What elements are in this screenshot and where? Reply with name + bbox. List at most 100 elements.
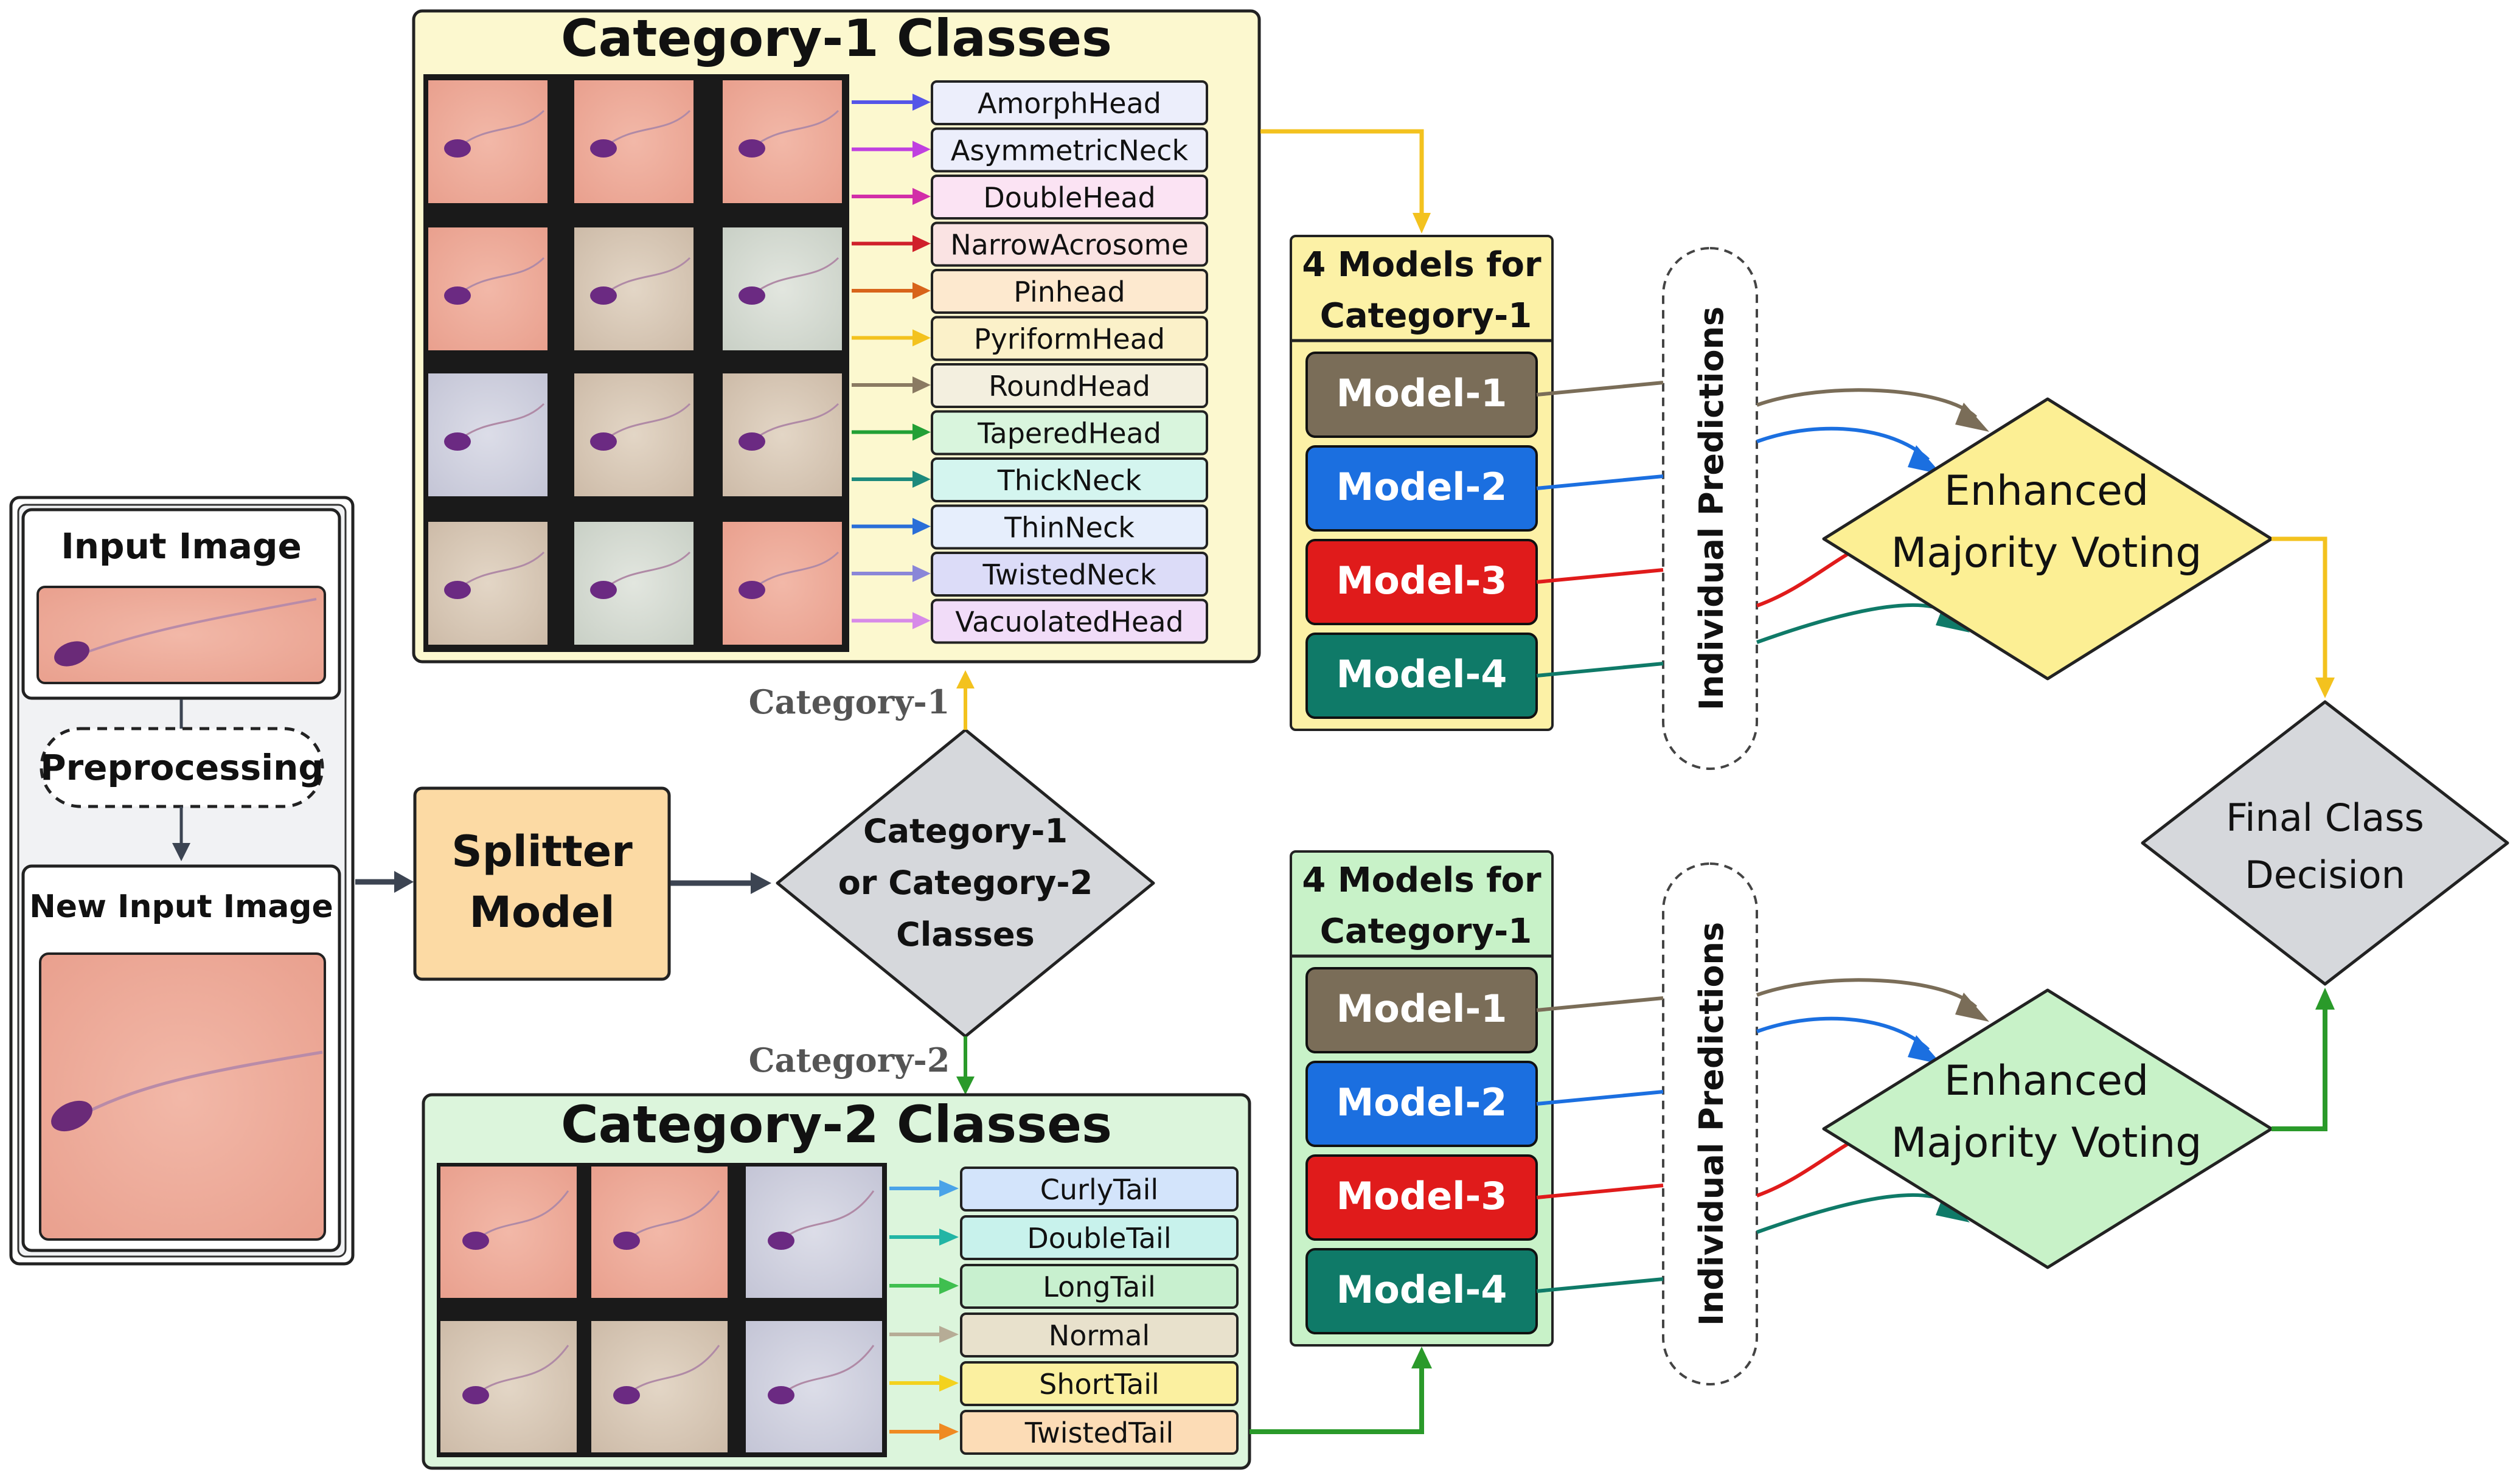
category1-sample-head: [739, 432, 765, 451]
category1-class-box: [931, 363, 1208, 408]
category2-sample-head: [768, 1232, 794, 1250]
category2-sample-image: [746, 1167, 882, 1298]
category2-sample-image: [591, 1167, 728, 1298]
category2-sample-tail: [782, 1190, 875, 1241]
category2-sample-head: [768, 1386, 794, 1404]
predictions-top-pill: [1662, 247, 1758, 770]
category2-class-box: [960, 1312, 1239, 1357]
category1-sample-image: [574, 522, 693, 645]
category1-sample-image: [723, 80, 842, 203]
category2-sample-head: [613, 1232, 640, 1250]
models-top-model-label: Model-2: [1336, 465, 1507, 509]
category1-sample-head: [739, 581, 765, 599]
final-decision-line1: Final Class: [2226, 796, 2424, 840]
category2-class-label: LongTail: [1043, 1271, 1156, 1303]
category1-sample-head: [590, 139, 617, 158]
arrow-to-category2: [956, 1077, 975, 1095]
category1-sample-head: [444, 139, 471, 158]
prediction-bottom-arrowhead-2: [1908, 1035, 1942, 1064]
category1-class-label: AsymmetricNeck: [951, 134, 1189, 167]
decision-line2: or Category-2: [838, 864, 1093, 902]
category1-class-arrowhead: [912, 140, 931, 158]
predictions-top: Individual Predictions: [1662, 247, 1758, 770]
category1-class-box: [931, 80, 1208, 125]
category1-class-box: [931, 127, 1208, 173]
category2-class-box: [960, 1410, 1239, 1455]
new-input-image-sperm-head: [51, 1100, 92, 1132]
category2-sample-image: [591, 1321, 728, 1452]
category2-sample-tail: [476, 1345, 569, 1395]
category1-sample-head: [590, 286, 617, 305]
category1-class-box: [931, 598, 1208, 644]
category1-class-label: TaperedHead: [977, 417, 1161, 450]
prediction-bottom-curve-1: [1536, 978, 1978, 1012]
decision-line1: Category-1: [863, 812, 1068, 850]
category1-class-box: [931, 221, 1208, 267]
arrow-voting-bottom-to-final: [2271, 1007, 2327, 1131]
category1-sample-image: [428, 373, 547, 496]
category1-sample-tail: [604, 403, 691, 442]
models-bottom-header-line1: 4 Models for: [1302, 861, 1542, 900]
category1-sample-image: [428, 80, 547, 203]
decision-line3: Classes: [896, 915, 1035, 954]
splitter-model: [413, 786, 671, 981]
splitter-label-line2: Model: [469, 887, 614, 937]
category1-class-box: [931, 316, 1208, 361]
category2-sample-tail: [782, 1345, 875, 1395]
new-input-image-label: New Input Image: [29, 889, 333, 925]
category1-class-arrowhead: [912, 612, 931, 629]
arrow-splitter-to-decision: [751, 872, 771, 894]
category2-sample-head: [613, 1386, 640, 1404]
models-top-stack: 4 Models forCategory-1Model-1Model-2Mode…: [1290, 235, 1554, 731]
category1-sample-head: [739, 139, 765, 158]
category2-sample-head: [462, 1386, 489, 1404]
category1-sample-tail: [753, 109, 839, 148]
models-bottom-model-label: Model-4: [1336, 1267, 1507, 1312]
arrow-category1-to-models: [1260, 129, 1424, 213]
category1-sample-image: [723, 227, 842, 350]
category2-panel: Category-2 Classes CurlyTailDoubleTailLo…: [422, 1093, 1251, 1470]
category2-class-arrowhead: [939, 1326, 959, 1343]
category2-class-label: CurlyTail: [1040, 1173, 1158, 1206]
predictions-bottom: Individual Predictions: [1662, 862, 1758, 1385]
prediction-bottom-curve-2: [1536, 1016, 1930, 1106]
predictions-top-label: Individual Predictions: [1692, 307, 1731, 710]
category1-sample-tail: [604, 109, 691, 148]
category2-class-arrowhead: [939, 1423, 959, 1440]
input-image-sperm-tail: [82, 598, 317, 655]
category2-class-box: [960, 1215, 1239, 1260]
category1-panel: Category-1 Classes AmorphHeadAsymmetricN…: [412, 9, 1261, 664]
category1-class-box: [931, 504, 1208, 550]
category2-sample-tail: [476, 1190, 569, 1241]
category1-sample-tail: [458, 403, 545, 442]
category1-class-arrowhead: [912, 282, 931, 299]
category2-sample-image: [440, 1321, 577, 1452]
category1-sample-tail: [458, 257, 545, 296]
category1-title: Category-1 Classes: [561, 9, 1112, 68]
predictions-bottom-label: Individual Predictions: [1692, 922, 1731, 1326]
input-image-label: Input Image: [61, 525, 302, 567]
category1-class-label: Pinhead: [1013, 276, 1125, 308]
voting-top-line1: Enhanced: [1944, 467, 2149, 515]
models-bottom-stack: 4 Models forCategory-1Model-1Model-2Mode…: [1290, 850, 1554, 1347]
splitter-label-line1: Splitter: [451, 827, 633, 876]
category1-class-arrowhead: [912, 471, 931, 488]
category1-class-label: NarrowAcrosome: [950, 229, 1189, 262]
category1-class-box: [931, 552, 1208, 597]
category1-class-box: [931, 410, 1208, 456]
voting-top-diamond: [1822, 397, 2273, 681]
category2-class-label: DoubleTail: [1027, 1222, 1171, 1255]
prediction-top-arrowhead-1: [1955, 403, 1989, 432]
category1-sample-tail: [753, 403, 839, 442]
category1-class-label: DoubleHead: [983, 181, 1155, 214]
prediction-top-arrowhead-2: [1908, 445, 1942, 474]
category1-class-label: RoundHead: [989, 370, 1150, 403]
category1-class-arrowhead: [912, 329, 931, 347]
models-top-model-label: Model-3: [1336, 558, 1507, 603]
category1-class-arrowhead: [912, 235, 931, 252]
models-top-model-label: Model-1: [1336, 371, 1507, 415]
category1-class-arrowhead: [912, 518, 931, 535]
category2-sample-image: [440, 1167, 577, 1298]
category1-sample-head: [590, 581, 617, 599]
